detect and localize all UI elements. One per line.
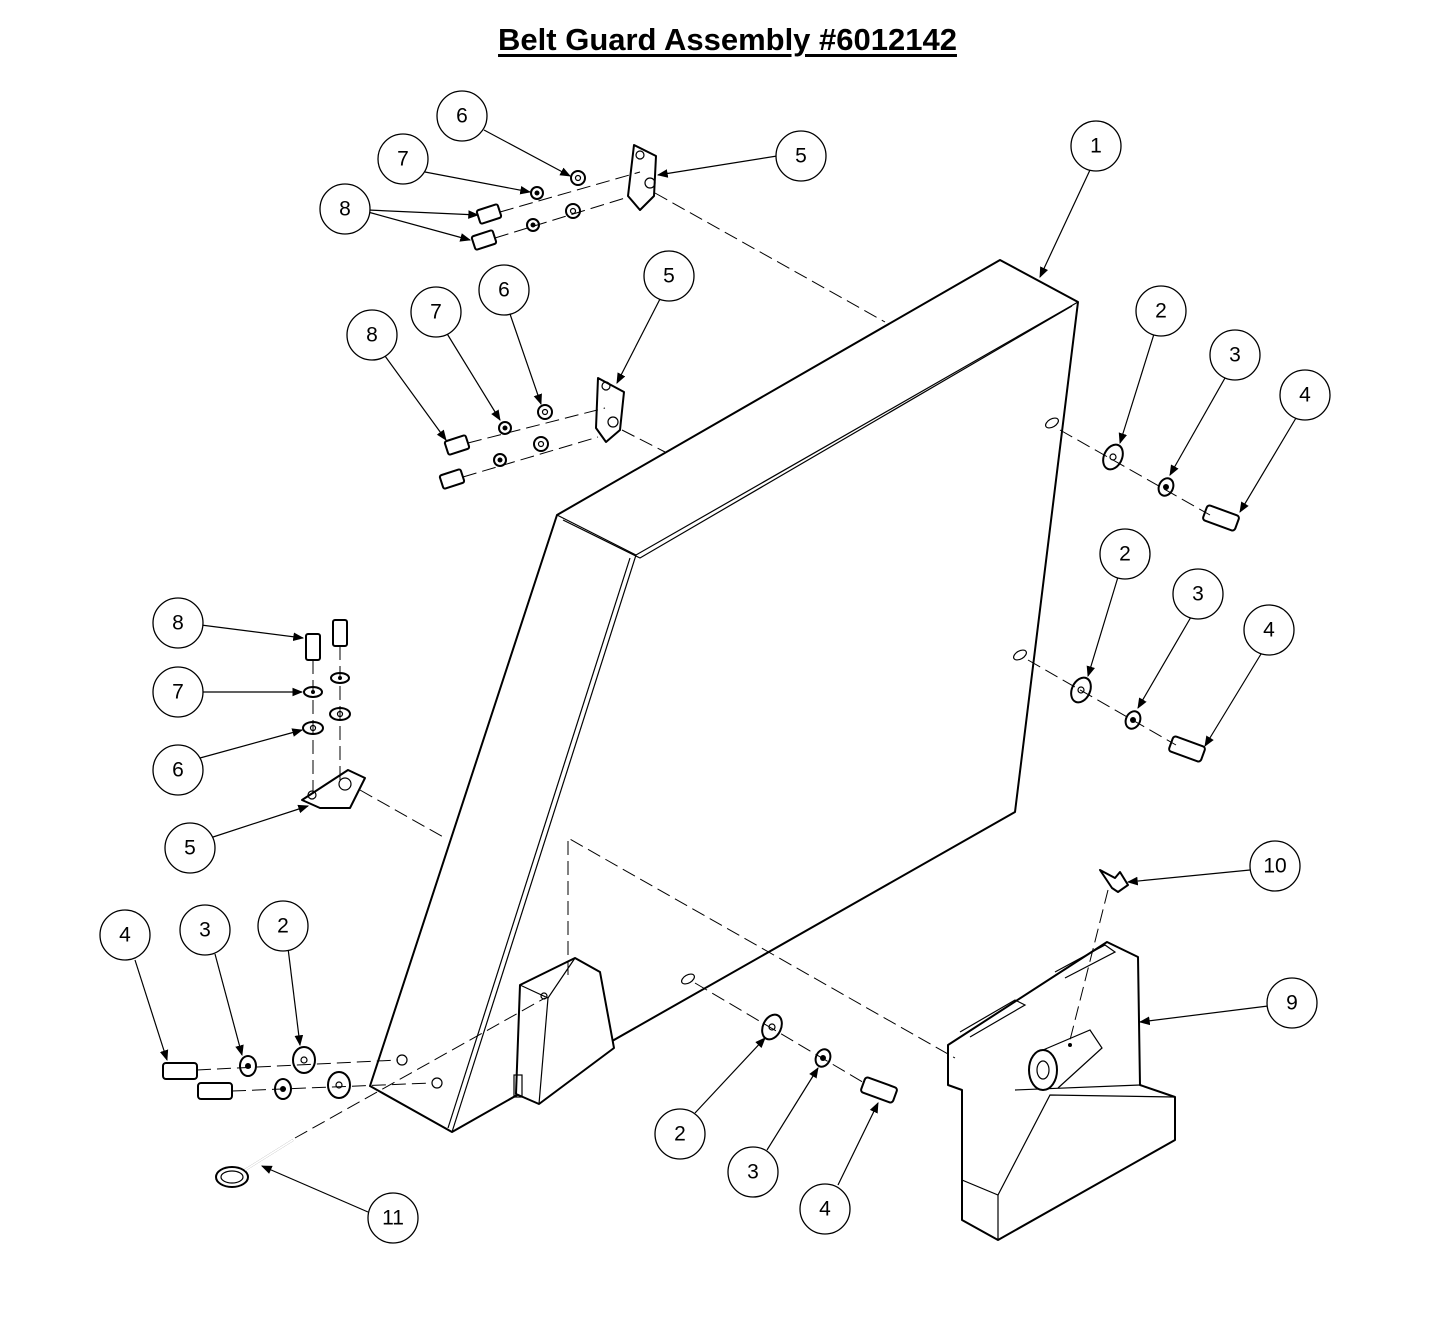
callout-number: 3 [199, 919, 211, 942]
callout-4d: 4 [799, 1183, 851, 1235]
callout-circle [152, 666, 204, 718]
callout-circle [1243, 604, 1295, 656]
callout-number: 3 [1192, 583, 1204, 606]
callout-number: 2 [674, 1123, 686, 1146]
callout-5c: 5 [164, 822, 216, 874]
callout-8b: 8 [346, 309, 398, 361]
callout-circle [319, 183, 371, 235]
callout-9: 9 [1266, 977, 1318, 1029]
callout-11: 11 [367, 1192, 419, 1244]
callout-circle [1266, 977, 1318, 1029]
callout-number: 7 [430, 301, 442, 324]
callout-circle [367, 1192, 419, 1244]
callout-6b: 6 [478, 264, 530, 316]
callout-2b: 2 [1099, 528, 1151, 580]
callout-number: 2 [1155, 300, 1167, 323]
callout-8c: 8 [152, 597, 204, 649]
callout-circle [1172, 568, 1224, 620]
washers [239, 170, 1175, 1100]
callout-number: 6 [172, 759, 184, 782]
callout-6a: 6 [436, 90, 488, 142]
callout-number: 8 [339, 198, 351, 221]
callout-number: 3 [1229, 344, 1241, 367]
callout-3c: 3 [179, 904, 231, 956]
callout-circle [257, 900, 309, 952]
callout-5b: 5 [643, 250, 695, 302]
callout-number: 4 [819, 1198, 831, 1221]
callout-circle [346, 309, 398, 361]
callout-circle [643, 250, 695, 302]
callout-number: 1 [1090, 135, 1102, 158]
callout-number: 4 [119, 924, 131, 947]
callout-circle [179, 904, 231, 956]
callout-number: 3 [747, 1161, 759, 1184]
callout-circle [436, 90, 488, 142]
callout-number: 10 [1263, 855, 1286, 878]
assembly-centerlines [196, 171, 1211, 1139]
callout-number: 7 [172, 681, 184, 704]
callout-2a: 2 [1135, 285, 1187, 337]
callout-number: 4 [1299, 384, 1311, 407]
callout-4b: 4 [1243, 604, 1295, 656]
callout-7a: 7 [377, 133, 429, 185]
callout-3a: 3 [1209, 329, 1261, 381]
callout-4a: 4 [1279, 369, 1331, 421]
callout-2d: 2 [654, 1108, 706, 1160]
callout-3b: 3 [1172, 568, 1224, 620]
callout-circle [99, 909, 151, 961]
callout-circle [1070, 120, 1122, 172]
callout-number: 9 [1286, 992, 1298, 1015]
callout-8a: 8 [319, 183, 371, 235]
leader-lines [134, 129, 1297, 1213]
diagram-title: Belt Guard Assembly #6012142 [498, 22, 957, 57]
hinge-middle [595, 377, 625, 443]
callout-circle [152, 744, 204, 796]
callout-circle [799, 1183, 851, 1235]
lynch-pin [215, 1139, 294, 1188]
callout-3d: 3 [727, 1146, 779, 1198]
callout-circle [1209, 329, 1261, 381]
callout-7b: 7 [410, 286, 462, 338]
callout-number: 11 [382, 1207, 404, 1230]
callout-circle [1279, 369, 1331, 421]
callout-balloons: 1 2 2 2 2 3 3 3 3 4 4 4 4 5 5 5 6 6 6 7 7 7 8 8 8 9 10 11 [99, 90, 1331, 1244]
callout-circle [1099, 528, 1151, 580]
callout-number: 2 [277, 915, 289, 938]
callout-circle [654, 1108, 706, 1160]
hinge-left [301, 769, 366, 809]
callout-number: 5 [663, 265, 675, 288]
belt-guard-body [369, 259, 1079, 1133]
callout-10: 10 [1249, 840, 1301, 892]
callout-circle [1135, 285, 1187, 337]
callout-6c: 6 [152, 744, 204, 796]
callout-circle [478, 264, 530, 316]
callout-circle [410, 286, 462, 338]
callout-2c: 2 [257, 900, 309, 952]
callout-circle [377, 133, 429, 185]
callout-5a: 5 [775, 130, 827, 182]
callout-number: 6 [498, 279, 510, 302]
callout-7c: 7 [152, 666, 204, 718]
callout-4c: 4 [99, 909, 151, 961]
callout-circle [164, 822, 216, 874]
callout-circle [1249, 840, 1301, 892]
callout-number: 2 [1119, 543, 1131, 566]
callout-number: 8 [366, 324, 378, 347]
callout-number: 6 [456, 105, 468, 128]
callout-number: 5 [795, 145, 807, 168]
callout-circle [727, 1146, 779, 1198]
callout-number: 5 [184, 837, 196, 860]
callout-number: 4 [1263, 619, 1275, 642]
callout-circle [775, 130, 827, 182]
callout-1: 1 [1070, 120, 1122, 172]
hinge-top [627, 144, 657, 211]
wing-nut [1099, 869, 1129, 893]
callout-number: 8 [172, 612, 184, 635]
callout-number: 7 [397, 148, 409, 171]
mounting-bracket [947, 941, 1176, 1241]
callout-circle [152, 597, 204, 649]
